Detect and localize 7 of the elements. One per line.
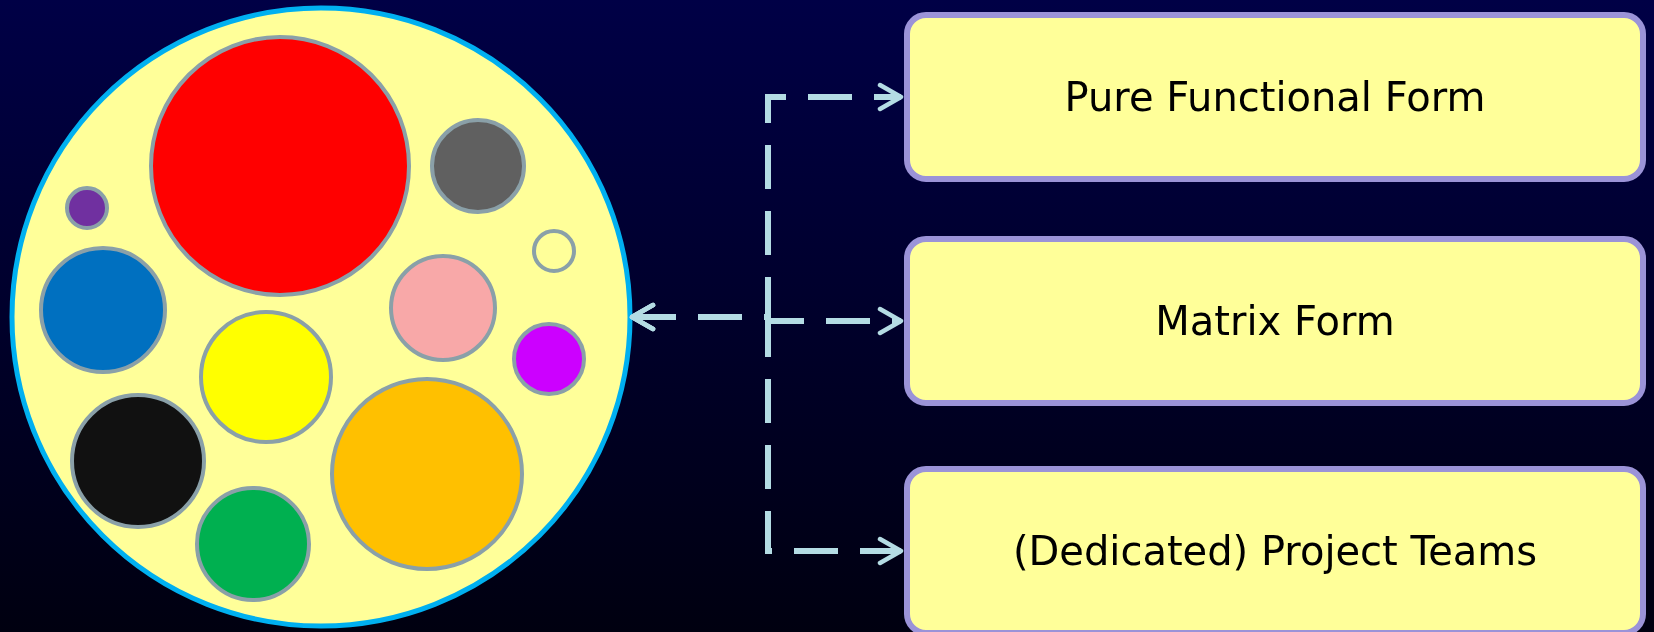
form-box	[904, 466, 1646, 632]
form-box	[904, 236, 1646, 406]
form-box	[904, 12, 1646, 182]
box-label: (Dedicated) Project Teams	[1012, 528, 1538, 574]
dashed-arrow	[629, 302, 904, 566]
box-label: Pure Functional Form	[1064, 74, 1486, 120]
box-label: Matrix Form	[1155, 298, 1395, 344]
